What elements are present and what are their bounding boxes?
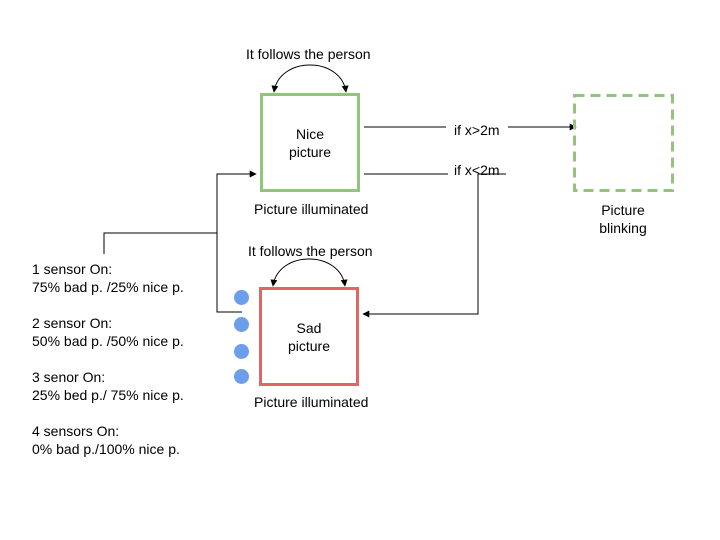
picture-blinking-label: Picture blinking (588, 201, 658, 237)
condition-less-label: if x<2m (454, 162, 500, 178)
sensor-dot (234, 317, 249, 332)
legend-item: 3 senor On: 25% bed p./ 75% nice p. (32, 368, 184, 404)
legend-item: 2 sensor On: 50% bad p. /50% nice p. (32, 314, 184, 350)
follows-person-label-top: It follows the person (246, 46, 371, 62)
condition-greater-label: if x>2m (454, 122, 500, 138)
legend-detail: 0% bad p./100% nice p. (32, 441, 180, 457)
picture-illuminated-label-bottom: Picture illuminated (254, 394, 369, 410)
blinking-picture-box (573, 94, 674, 192)
follow-loop-arrow-bottom (270, 258, 348, 287)
nice-picture-line2: picture (288, 143, 332, 160)
picture-illuminated-label-top: Picture illuminated (254, 201, 369, 217)
sad-picture-line1: Sad (296, 319, 322, 336)
legend-title: 2 sensor On: (32, 315, 113, 331)
nice-picture-line1: Nice (295, 125, 324, 142)
legend-item: 1 sensor On: 75% bad p. /25% nice p. (32, 260, 184, 296)
sensor-dot (234, 290, 249, 305)
legend-title: 1 sensor On: (32, 261, 113, 277)
follows-person-label-bottom: It follows the person (248, 243, 373, 259)
sensor-dot (234, 369, 249, 384)
picture-blinking-line2: blinking (599, 220, 647, 236)
legend-title: 3 senor On: (32, 369, 106, 385)
sad-picture-box: Sad picture (259, 287, 359, 386)
follow-loop-arrow-top (271, 64, 349, 93)
legend-detail: 25% bed p./ 75% nice p. (32, 387, 184, 403)
legend-item: 4 sensors On: 0% bad p./100% nice p. (32, 422, 184, 458)
legend-title: 4 sensors On: (32, 423, 120, 439)
sad-picture-line2: picture (287, 337, 331, 354)
sensor-dot (234, 344, 249, 359)
sensor-legend: 1 sensor On: 75% bad p. /25% nice p. 2 s… (32, 260, 184, 476)
legend-detail: 75% bad p. /25% nice p. (32, 279, 184, 295)
arrow-to-sad-tail (362, 173, 506, 318)
nice-picture-box: Nice picture (260, 93, 360, 192)
sensor-to-nice-arrow (216, 170, 257, 313)
picture-blinking-line1: Picture (601, 202, 645, 218)
legend-connector (103, 232, 217, 254)
legend-detail: 50% bad p. /50% nice p. (32, 333, 184, 349)
